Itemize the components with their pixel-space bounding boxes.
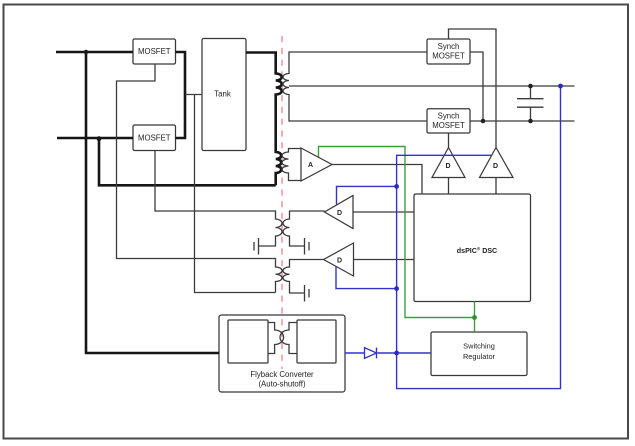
- svg-text:Switching: Switching: [463, 342, 495, 351]
- svg-text:Synch: Synch: [438, 42, 460, 51]
- svg-text:A: A: [308, 162, 313, 169]
- svg-text:D: D: [493, 163, 498, 170]
- svg-text:MOSFET: MOSFET: [138, 133, 171, 142]
- svg-text:MOSFET: MOSFET: [432, 52, 465, 61]
- svg-text:MOSFET: MOSFET: [138, 47, 171, 56]
- svg-text:Regulator: Regulator: [463, 352, 496, 361]
- svg-text:Flyback Converter: Flyback Converter: [250, 370, 314, 379]
- svg-text:D: D: [337, 210, 342, 217]
- svg-text:Tank: Tank: [214, 90, 231, 99]
- svg-text:MOSFET: MOSFET: [432, 121, 465, 130]
- svg-text:dsPIC® DSC: dsPIC® DSC: [457, 246, 497, 255]
- svg-text:(Auto-shutoff): (Auto-shutoff): [258, 380, 305, 389]
- svg-text:D: D: [445, 163, 450, 170]
- svg-text:D: D: [337, 257, 342, 264]
- svg-text:Synch: Synch: [438, 112, 460, 121]
